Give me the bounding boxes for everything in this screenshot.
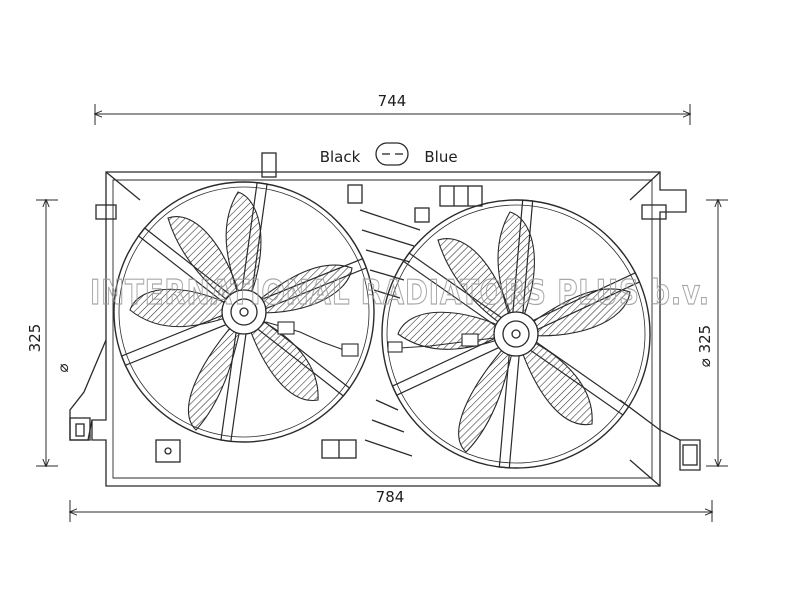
left-fan-motor <box>221 289 267 335</box>
bottom-width-label: 784 <box>376 488 405 506</box>
watermark-text: INTERNATIONAL RADIATORS PLUS b.v. <box>90 273 710 313</box>
dimension-left: 325 ⌀ <box>26 200 72 466</box>
connector-legend: Black Blue <box>320 142 458 166</box>
left-fan-blades <box>129 191 353 431</box>
right-diameter-label: ⌀ 325 <box>696 325 714 367</box>
shroud-frame <box>69 152 701 487</box>
right-fan <box>381 199 651 469</box>
connector-plug-icon <box>375 142 409 166</box>
right-fan-wire <box>387 333 495 353</box>
top-width-label: 744 <box>378 92 407 110</box>
dimension-top: 744 <box>95 92 690 125</box>
connector-blue-label: Blue <box>424 148 457 166</box>
dimension-right: ⌀ 325 <box>696 200 728 466</box>
dimension-bottom: 784 <box>70 488 712 522</box>
left-diameter-symbol: ⌀ <box>54 363 72 372</box>
left-fan <box>113 181 375 443</box>
left-fan-struts <box>120 181 368 443</box>
left-height-label: 325 <box>26 324 44 353</box>
left-fan-wire <box>265 321 359 357</box>
connector-black-label: Black <box>320 148 361 166</box>
right-fan-motor <box>493 311 539 357</box>
